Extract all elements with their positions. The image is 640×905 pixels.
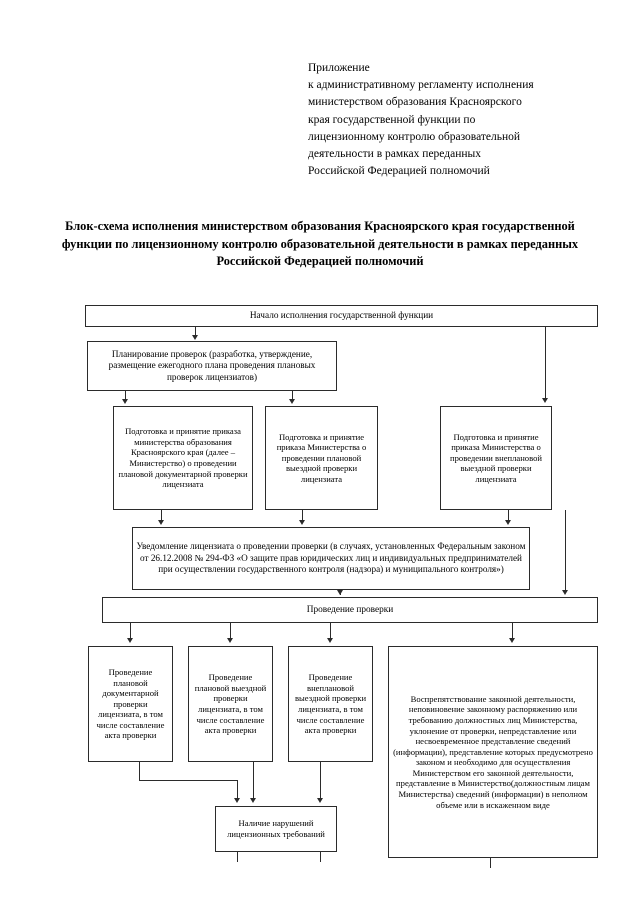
arrowhead-order-field [289,399,295,404]
arrowhead-notification-2 [299,520,305,525]
flow-box-check-unplanned-field: Проведение внеплановой выездной проверки… [288,646,373,762]
arrowhead-violations-1 [234,798,240,803]
arrowhead-order-documentary [122,399,128,404]
arrowhead-obstruction [509,638,515,643]
connector-unplanned-inspection [565,510,566,592]
connector-planning-box2 [292,391,293,400]
arrowhead-inspection-right [562,590,568,595]
header-line-7: Российской Федерацией полномочий [308,165,490,178]
arrowhead-notification-3 [505,520,511,525]
arrowhead-check-2 [227,638,233,643]
header-line-6: деятельности в рамках переданных [308,148,481,161]
arrowhead-inspection-center [337,590,343,595]
connector-box2-notification [302,510,303,521]
connector-inspection-check1 [130,623,131,639]
flow-box-obstruction: Воспрепятствование законной деятельности… [388,646,598,858]
connector-inspection-obstruction [512,623,513,639]
header-line-3: министерством образования Красноярского [308,96,522,109]
arrowhead-planning [192,335,198,340]
arrowhead-violations-2 [250,798,256,803]
arrowhead-unplanned-order [542,398,548,403]
connector-check1-violations [237,780,238,799]
connector-check2-violations [253,762,254,799]
connector-inspection-check2 [230,623,231,639]
connector-check1-elbow-across [139,780,237,781]
appendix-header: Приложение к административному регламент… [308,60,608,180]
header-line-2: к административному регламенту исполнени… [308,79,534,92]
connector-obstruction-continues [490,858,491,868]
header-line-4: края государственной функции по [308,113,476,126]
flow-box-check-planned-documentary: Проведение плановой документарной провер… [88,646,173,762]
arrowhead-check-1 [127,638,133,643]
flow-box-violations: Наличие нарушений лицензионных требовани… [215,806,337,852]
flow-box-order-unplanned-field: Подготовка и принятие приказа Министерст… [440,406,552,510]
connector-check3-violations [320,762,321,799]
connector-start-unplanned [545,327,546,399]
flow-box-order-planned-field: Подготовка и принятие приказа Министерст… [265,406,378,510]
connector-inspection-check3 [330,623,331,639]
arrowhead-notification-1 [158,520,164,525]
connector-box1-notification [161,510,162,521]
flow-box-order-planned-documentary: Подготовка и принятие приказа министерст… [113,406,253,510]
connector-start-planning [195,327,196,336]
connector-violations-continues-left [237,852,238,862]
flow-box-notification: Уведомление лицензиата о проведении пров… [132,527,530,590]
arrowhead-violations-3 [317,798,323,803]
flow-box-planning: Планирование проверок (разработка, утвер… [87,341,337,391]
arrowhead-check-3 [327,638,333,643]
header-line-1: Приложение [308,62,370,74]
flow-box-check-planned-field: Проведение плановой выездной проверки ли… [188,646,273,762]
flow-box-inspection: Проведение проверки [102,597,598,623]
connector-planning-box1 [125,391,126,400]
connector-violations-continues-right [320,852,321,862]
flow-box-start: Начало исполнения государственной функци… [85,305,598,327]
page-title: Блок-схема исполнения министерством обра… [61,219,579,268]
connector-check1-elbow-down [139,762,140,780]
header-line-5: лицензионному контролю образовательной [308,130,521,143]
connector-box3-notification [508,510,509,521]
